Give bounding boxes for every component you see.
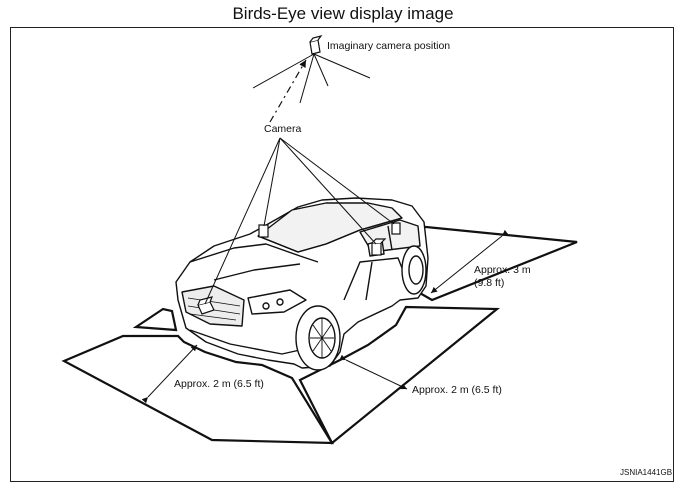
front-distance-label: Approx. 2 m (6.5 ft): [174, 378, 264, 390]
rear-wheel: [401, 245, 427, 295]
rear-distance-label-line1: Approx. 3 m: [474, 264, 531, 276]
rear-camera-icon: [391, 222, 401, 235]
left-mirror-camera-icon: [258, 224, 269, 238]
front-left-zone: [132, 307, 178, 332]
camera-label: Camera: [264, 123, 302, 135]
imaginary-camera-label: Imaginary camera position: [327, 40, 451, 52]
rear-distance-arrow: [430, 229, 509, 294]
camera-pointer-lines: [204, 137, 395, 305]
imaginary-camera-icon: [309, 35, 323, 55]
front-wheel: [295, 305, 341, 371]
front-zone: [61, 334, 334, 445]
right-mirror-camera-icon: [371, 238, 387, 256]
imaginary-camera-dashed-arrow: [269, 59, 307, 123]
imaginary-camera-view-lines: [252, 53, 371, 104]
figure-frame: [10, 27, 674, 482]
figure-code: JSNIA1441GB: [620, 468, 673, 477]
diagram-title: Birds-Eye view display image: [232, 4, 454, 23]
front-camera-icon: [197, 296, 215, 315]
side-distance-label: Approx. 2 m (6.5 ft): [412, 384, 502, 396]
side-distance-arrow: [339, 354, 408, 390]
rear-distance-label-line2: (9.8 ft): [474, 277, 505, 289]
front-distance-arrow: [141, 344, 198, 404]
